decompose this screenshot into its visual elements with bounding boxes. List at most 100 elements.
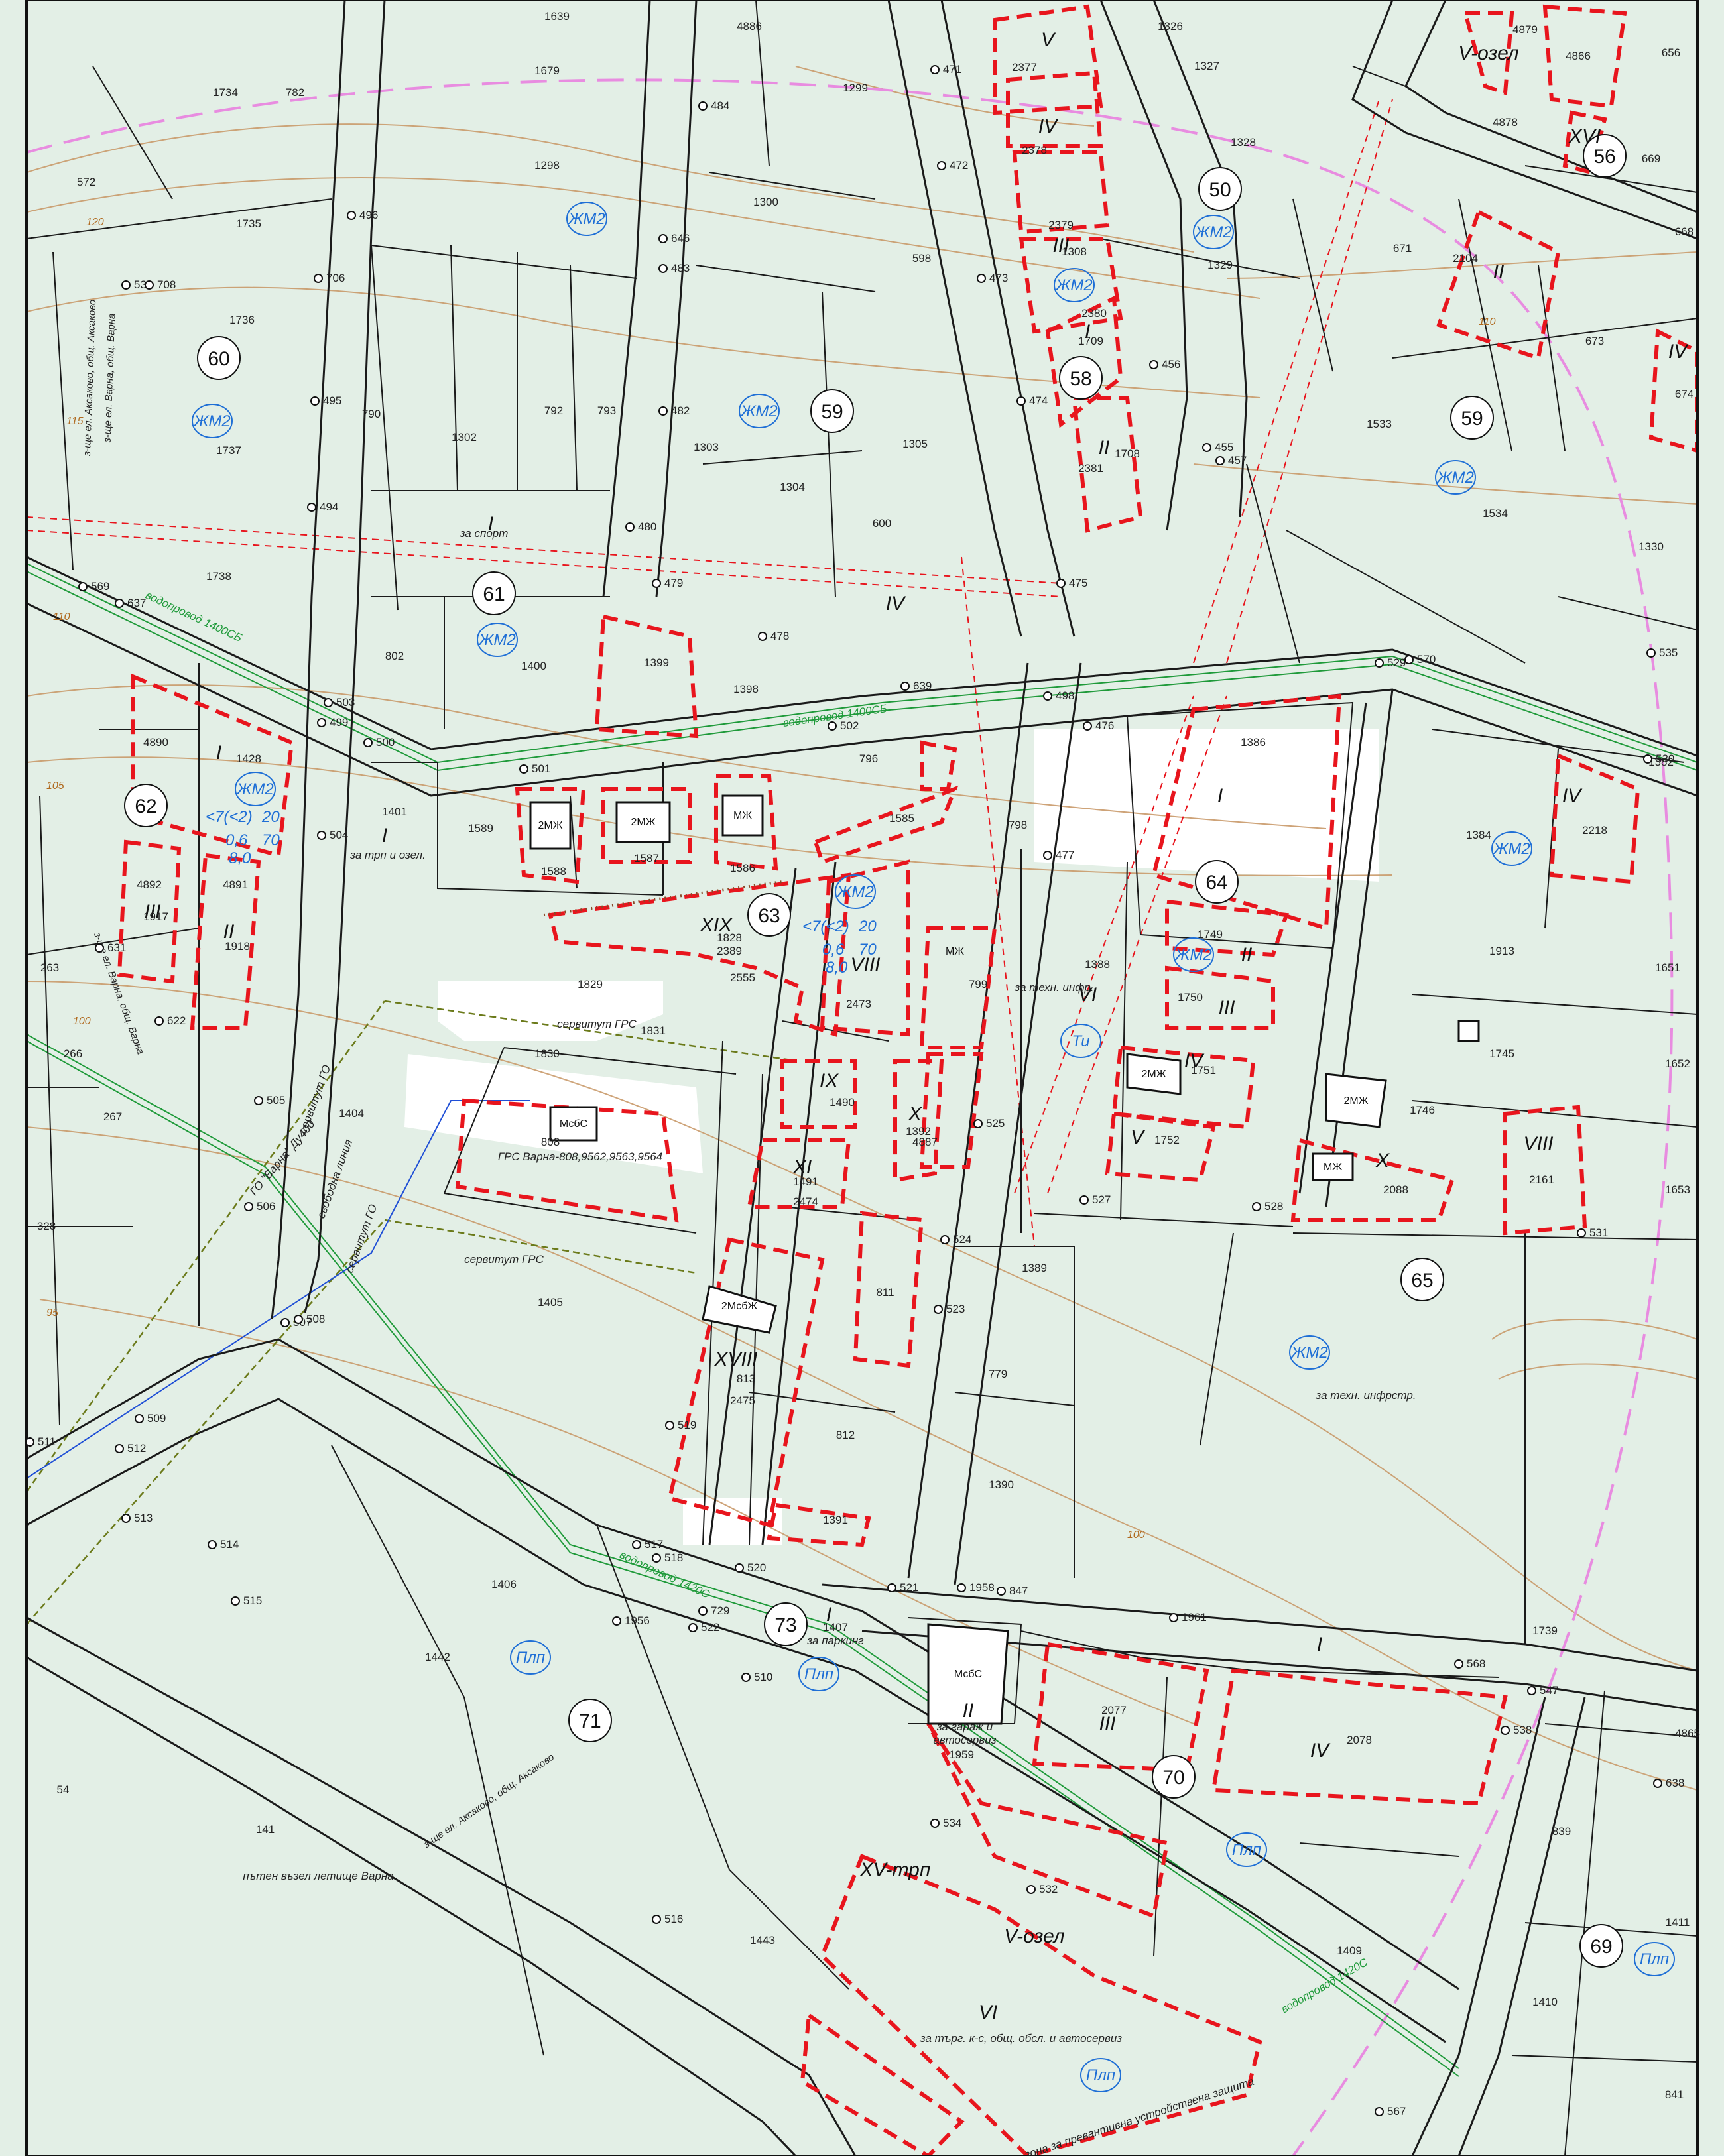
block-number: 63 — [758, 905, 780, 927]
parcel-number: 2381 — [1078, 462, 1103, 475]
param: 70 — [262, 831, 280, 849]
parcel-number: 1738 — [206, 570, 231, 583]
contour-label: 95 — [46, 1307, 58, 1319]
parcel-number: 1959 — [949, 1748, 974, 1761]
point: 514 — [208, 1538, 239, 1551]
svg-text:524: 524 — [953, 1233, 971, 1246]
contour-labels: 120 115 110 105 100 95 110 100 — [46, 217, 1496, 1541]
parcel-number: 1398 — [733, 683, 759, 695]
param: 0,6 — [225, 831, 248, 849]
parcel-number: 1326 — [1158, 20, 1183, 32]
svg-text:567: 567 — [1387, 2105, 1406, 2118]
contour-label: 100 — [1127, 1529, 1145, 1541]
svg-text:510: 510 — [754, 1671, 772, 1683]
lot-number: I — [826, 1604, 831, 1626]
lot-number: II — [1493, 261, 1505, 283]
parcel-number: 1382 — [1648, 756, 1674, 768]
parcel-number: 4866 — [1566, 50, 1591, 62]
point: 522 — [688, 1621, 719, 1634]
parcel-number: 4892 — [137, 878, 162, 891]
svg-text:483: 483 — [671, 262, 690, 274]
parcel-number: 1328 — [1231, 136, 1256, 149]
lot-number: V-озел — [1004, 1925, 1065, 1947]
svg-text:637: 637 — [127, 597, 146, 609]
lot-number: III — [1218, 997, 1235, 1019]
svg-text:547: 547 — [1540, 1684, 1558, 1697]
svg-text:494: 494 — [320, 501, 338, 513]
lot-number: VIII — [1523, 1133, 1553, 1155]
point: 534 — [930, 1817, 961, 1829]
building-labels: 2МЖ 2МЖ МЖ МсбС 2МсбЖ 2МЖ 2МЖ МсбС МЖ МЖ — [538, 810, 1369, 1680]
parcel-number: 1305 — [902, 438, 928, 450]
parcel-number: 1405 — [538, 1296, 563, 1309]
svg-text:484: 484 — [711, 99, 729, 112]
parcel-number: 1308 — [1062, 245, 1087, 258]
lot-number: IV — [886, 593, 906, 615]
property-lines — [26, 0, 1698, 2156]
point: 524 — [940, 1233, 971, 1246]
parcel-number: 2555 — [730, 971, 755, 984]
point: 622 — [154, 1014, 186, 1027]
plan-boundary — [26, 78, 1674, 2156]
point: 508 — [294, 1313, 325, 1325]
parcel-number: 2379 — [1048, 219, 1074, 231]
point: 520 — [735, 1561, 766, 1574]
point: 484 — [698, 99, 729, 112]
parcel-number: 328 — [37, 1220, 56, 1232]
parcel-number: 1533 — [1367, 418, 1392, 430]
lot-number: XI — [792, 1156, 812, 1178]
parcel-number: 2378 — [1022, 144, 1047, 156]
parcel-number: 671 — [1393, 242, 1412, 255]
parcel-number: 656 — [1662, 46, 1680, 59]
svg-text:498: 498 — [1056, 689, 1074, 702]
parcel-number: 1384 — [1466, 829, 1491, 841]
lot-number: III — [1099, 1713, 1115, 1735]
parcel-number: 1831 — [641, 1024, 666, 1037]
block-number: 69 — [1590, 1936, 1612, 1958]
block-number: 64 — [1205, 872, 1227, 894]
point: 531 — [1577, 1227, 1608, 1239]
parcel-number: 1588 — [541, 865, 566, 878]
block-number: 65 — [1411, 1270, 1433, 1291]
point: 706 — [314, 272, 345, 284]
svg-text:473: 473 — [989, 272, 1008, 284]
lot-number: II — [1099, 437, 1110, 459]
parcel-number: 1329 — [1207, 259, 1233, 271]
svg-text:622: 622 — [167, 1014, 186, 1027]
lot-number: II — [223, 921, 235, 943]
parcel-number: 1745 — [1489, 1048, 1514, 1060]
lot-number: III — [1052, 235, 1069, 257]
lot-numbers: V IV III I II V-озел XVI II IV I III II … — [144, 29, 1689, 2023]
param: 70 — [859, 941, 877, 959]
parcel-number: 1491 — [793, 1175, 818, 1188]
lot-number: IV — [1184, 1050, 1205, 1072]
zone-label: ЖМ2 — [1194, 223, 1231, 241]
white-areas — [404, 729, 1379, 1545]
point: 708 — [145, 278, 176, 291]
parcel-number: 598 — [912, 252, 931, 265]
point: 483 — [658, 262, 690, 274]
lot-number: IV — [1038, 115, 1059, 137]
svg-text:527: 527 — [1092, 1193, 1111, 1206]
parcel-number: 263 — [40, 961, 59, 974]
zone-label: ЖМ2 — [236, 780, 273, 798]
building-label: 2МЖ — [1142, 1069, 1166, 1080]
building-label: 2МсбЖ — [721, 1301, 758, 1312]
parcel-number: 1443 — [750, 1934, 775, 1946]
point: 646 — [658, 232, 690, 245]
zone-label: Ти — [1072, 1032, 1089, 1050]
parcel-number: 4890 — [143, 736, 168, 749]
point: 1956 — [612, 1614, 650, 1627]
point: 476 — [1083, 719, 1114, 732]
point: 503 — [324, 696, 355, 709]
parcel-number: 1652 — [1665, 1057, 1690, 1070]
svg-text:500: 500 — [376, 736, 395, 749]
point: 568 — [1454, 1657, 1485, 1670]
point: 501 — [519, 762, 550, 775]
point: 512 — [115, 1442, 146, 1455]
parcel-number: 1639 — [544, 10, 570, 23]
parcel-number: 1651 — [1655, 961, 1680, 974]
parcel-number: 1913 — [1489, 945, 1514, 957]
parcel-number: 2474 — [793, 1195, 818, 1208]
parcel-number: 1709 — [1078, 335, 1103, 347]
